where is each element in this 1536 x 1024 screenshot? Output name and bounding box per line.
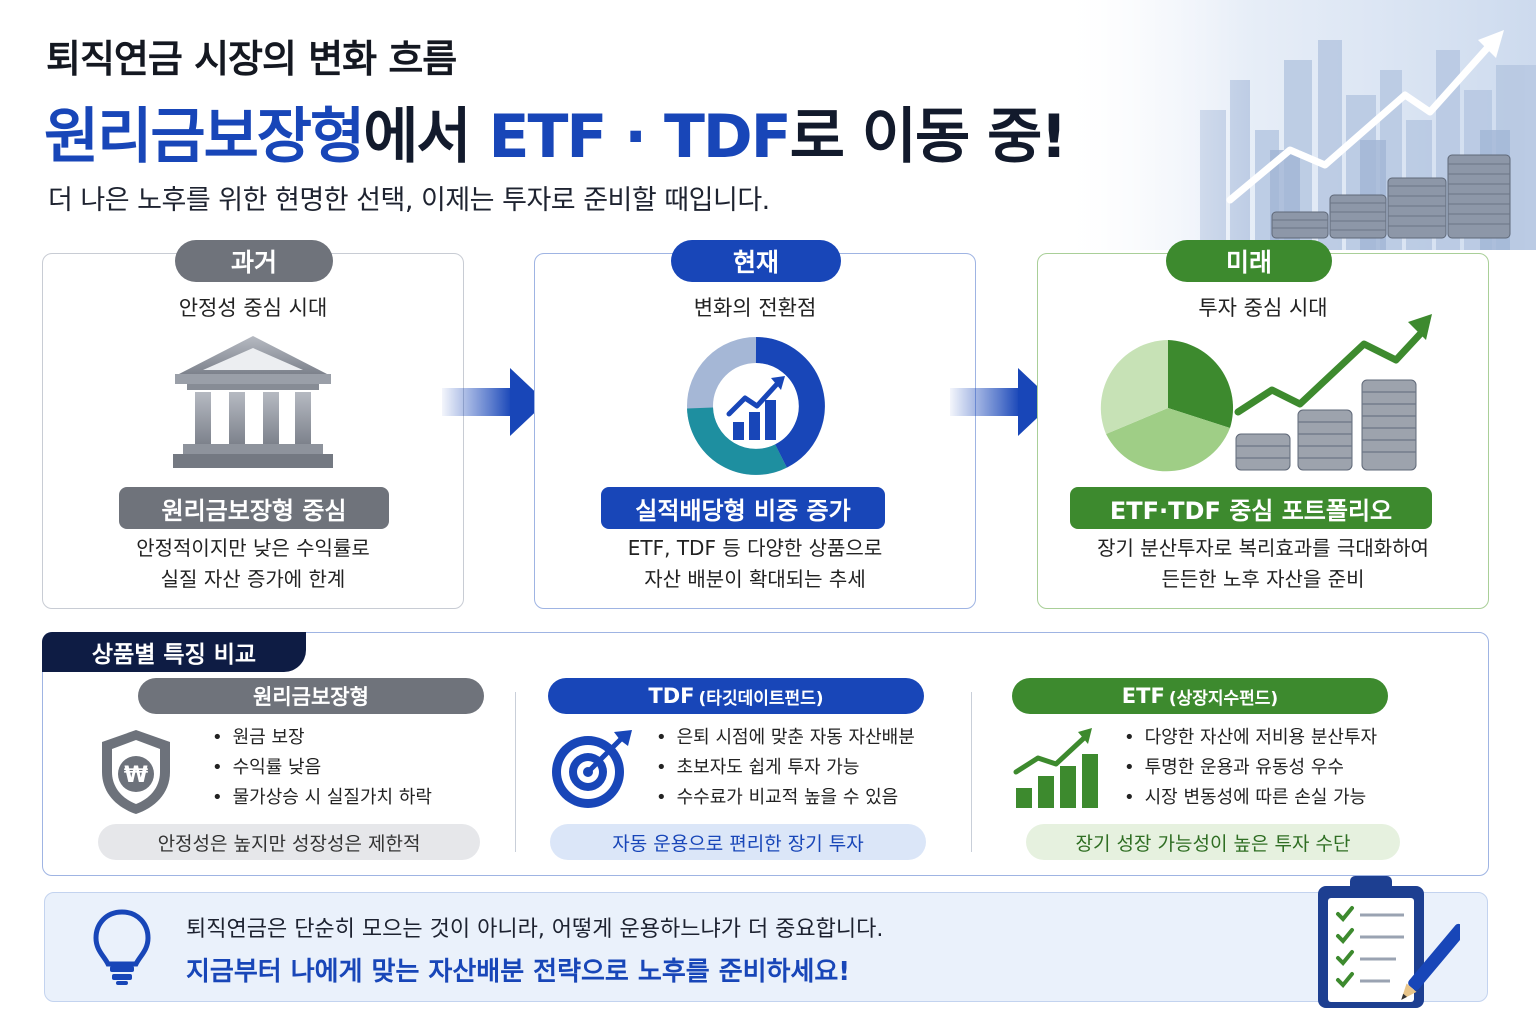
list-item: 물가상승 시 실질가치 하락 — [212, 783, 432, 813]
page-subtitle: 더 나은 노후를 위한 현명한 선택, 이제는 투자로 준비할 때입니다. — [48, 185, 770, 216]
future-label-pill: 미래 — [1166, 240, 1332, 282]
headline-part-from: 에서 — [363, 102, 489, 172]
product-name: TDF — [648, 684, 695, 708]
banner-line1: 퇴직연금은 단순히 모으는 것이 아니라, 어떻게 운용하느냐가 더 중요합니다… — [186, 917, 884, 942]
list-item: 시장 변동성에 따른 손실 가능 — [1124, 783, 1377, 813]
product-name: ETF — [1121, 684, 1165, 708]
product-bullets-etf: 다양한 자산에 저비용 분산투자 투명한 운용과 유동성 우수 시장 변동성에 … — [1124, 723, 1377, 813]
past-tag: 원리금보장형 중심 — [119, 487, 389, 529]
product-pill-etf: ETF(상장지수펀드) — [1012, 678, 1388, 714]
headline-part-guaranteed: 원리금보장형 — [44, 102, 365, 172]
pie-coins-growth-icon — [1096, 298, 1436, 488]
past-desc-line2: 실질 자산 증가에 한계 — [160, 567, 346, 591]
page-title: 퇴직연금 시장의 변화 흐름 — [46, 37, 457, 81]
list-item: 수익률 낮음 — [212, 753, 432, 783]
banner-line2: 지금부터 나에게 맞는 자산배분 전략으로 노후를 준비하세요! — [186, 957, 851, 987]
list-item: 투명한 운용과 유동성 우수 — [1124, 753, 1377, 783]
shield-won-icon: ₩ — [96, 726, 176, 822]
clipboard-checklist-icon — [1314, 872, 1467, 1016]
future-desc-line1: 장기 분산투자로 복리효과를 극대화하여 — [1097, 536, 1429, 560]
product-name-sub: (상장지수펀드) — [1168, 688, 1279, 709]
timeline-card-present: 현재 변화의 전환점 실적배당형 비중 증가 ETF, TDF 등 다양한 상품… — [534, 240, 976, 609]
present-desc-line1: ETF, TDF 등 다양한 상품으로 — [627, 536, 883, 560]
product-name-sub: (타깃데이트펀드) — [698, 688, 824, 709]
product-bullets-guaranteed: 원금 보장 수익률 낮음 물가상승 시 실질가치 하락 — [212, 723, 432, 813]
flow-arrow-icon — [442, 368, 546, 440]
svg-text:₩: ₩ — [124, 763, 148, 788]
conclusion-banner — [44, 892, 1488, 1002]
product-summary-guaranteed: 안정성은 높지만 성장성은 제한적 — [98, 824, 480, 860]
headline-part-etf-tdf: ETF · TDF — [488, 102, 792, 172]
future-tag: ETF·TDF 중심 포트폴리오 — [1070, 487, 1432, 529]
comparison-title: 상품별 특징 비교 — [42, 632, 306, 672]
bar-growth-icon — [1012, 726, 1102, 816]
list-item: 원금 보장 — [212, 723, 432, 753]
product-name: 원리금보장형 — [253, 685, 369, 709]
present-label-pill: 현재 — [671, 240, 841, 282]
bank-building-icon — [171, 334, 335, 478]
future-desc-line2: 든든한 노후 자산을 준비 — [1161, 567, 1365, 591]
timeline-card-future: 미래 투자 중심 시대 ETF·TDF 중심 포트폴리오 장기 분산투자로 복리… — [1037, 240, 1489, 609]
list-item: 수수료가 비교적 높을 수 있음 — [656, 783, 915, 813]
past-label-pill: 과거 — [175, 240, 333, 282]
future-subtitle: 투자 중심 시대 — [1198, 296, 1328, 320]
product-bullets-tdf: 은퇴 시점에 맞춘 자동 자산배분 초보자도 쉽게 투자 가능 수수료가 비교적… — [656, 723, 915, 813]
present-subtitle: 변화의 전환점 — [693, 296, 817, 320]
headline: 원리금보장형에서 ETF · TDF로 이동 중! — [44, 88, 1068, 175]
past-desc-line1: 안정적이지만 낮은 수익률로 — [136, 536, 370, 560]
product-pill-guaranteed: 원리금보장형 — [138, 678, 484, 714]
divider — [515, 692, 516, 852]
product-summary-tdf: 자동 운용으로 편리한 장기 투자 — [550, 824, 926, 860]
lightbulb-icon — [92, 908, 152, 990]
product-summary-etf: 장기 성장 가능성이 높은 투자 수단 — [1026, 824, 1400, 860]
skyline-growth-illustration — [1060, 0, 1536, 250]
list-item: 은퇴 시점에 맞춘 자동 자산배분 — [656, 723, 915, 753]
product-pill-tdf: TDF(타깃데이트펀드) — [548, 678, 924, 714]
donut-growth-icon — [671, 326, 841, 490]
list-item: 초보자도 쉽게 투자 가능 — [656, 753, 915, 783]
target-icon — [548, 726, 634, 816]
present-desc-line2: 자산 배분이 확대되는 추세 — [644, 567, 866, 591]
flow-arrow-icon — [950, 368, 1054, 440]
headline-part-moving: 로 이동 중! — [789, 102, 1068, 172]
past-subtitle: 안정성 중심 시대 — [178, 296, 328, 320]
timeline-card-past: 과거 안정성 중심 시대 원리금보장형 중심 안정적이지만 낮은 수익률로 실질… — [42, 240, 464, 609]
list-item: 다양한 자산에 저비용 분산투자 — [1124, 723, 1377, 753]
present-tag: 실적배당형 비중 증가 — [601, 487, 885, 529]
divider — [971, 692, 972, 852]
